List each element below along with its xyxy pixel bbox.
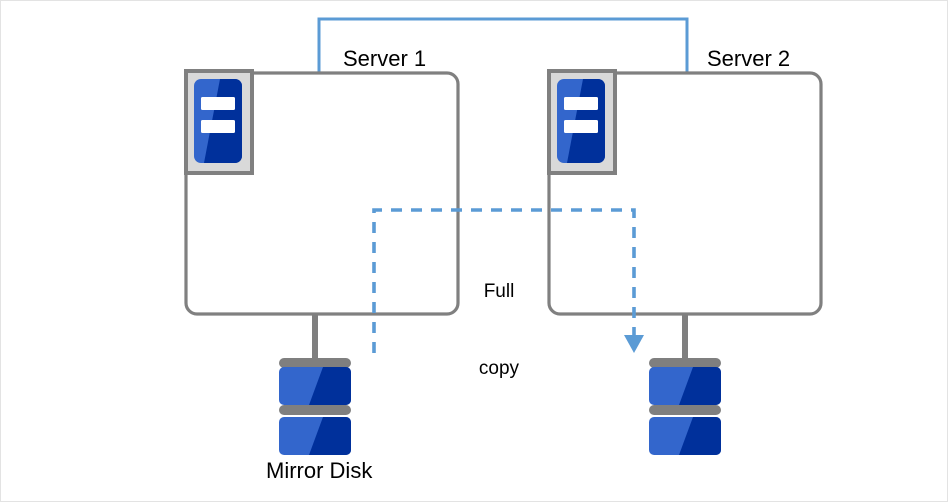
server-icon (184, 69, 254, 175)
full-copy-label: Full copy (464, 228, 534, 433)
server-2-label: Server 2 (707, 46, 791, 71)
disk-stack-icon (279, 358, 351, 455)
server-icon (547, 69, 617, 175)
full-copy-flow (372, 208, 644, 353)
full-copy-label-line2: copy (478, 358, 520, 380)
server-1-label: Server 1 (343, 46, 427, 71)
interconnect-link (317, 17, 689, 73)
full-copy-label-line1: Full (483, 281, 515, 303)
disk-stack-icon (649, 358, 721, 455)
mirror-disk-label: Mirror Disk (266, 458, 373, 483)
